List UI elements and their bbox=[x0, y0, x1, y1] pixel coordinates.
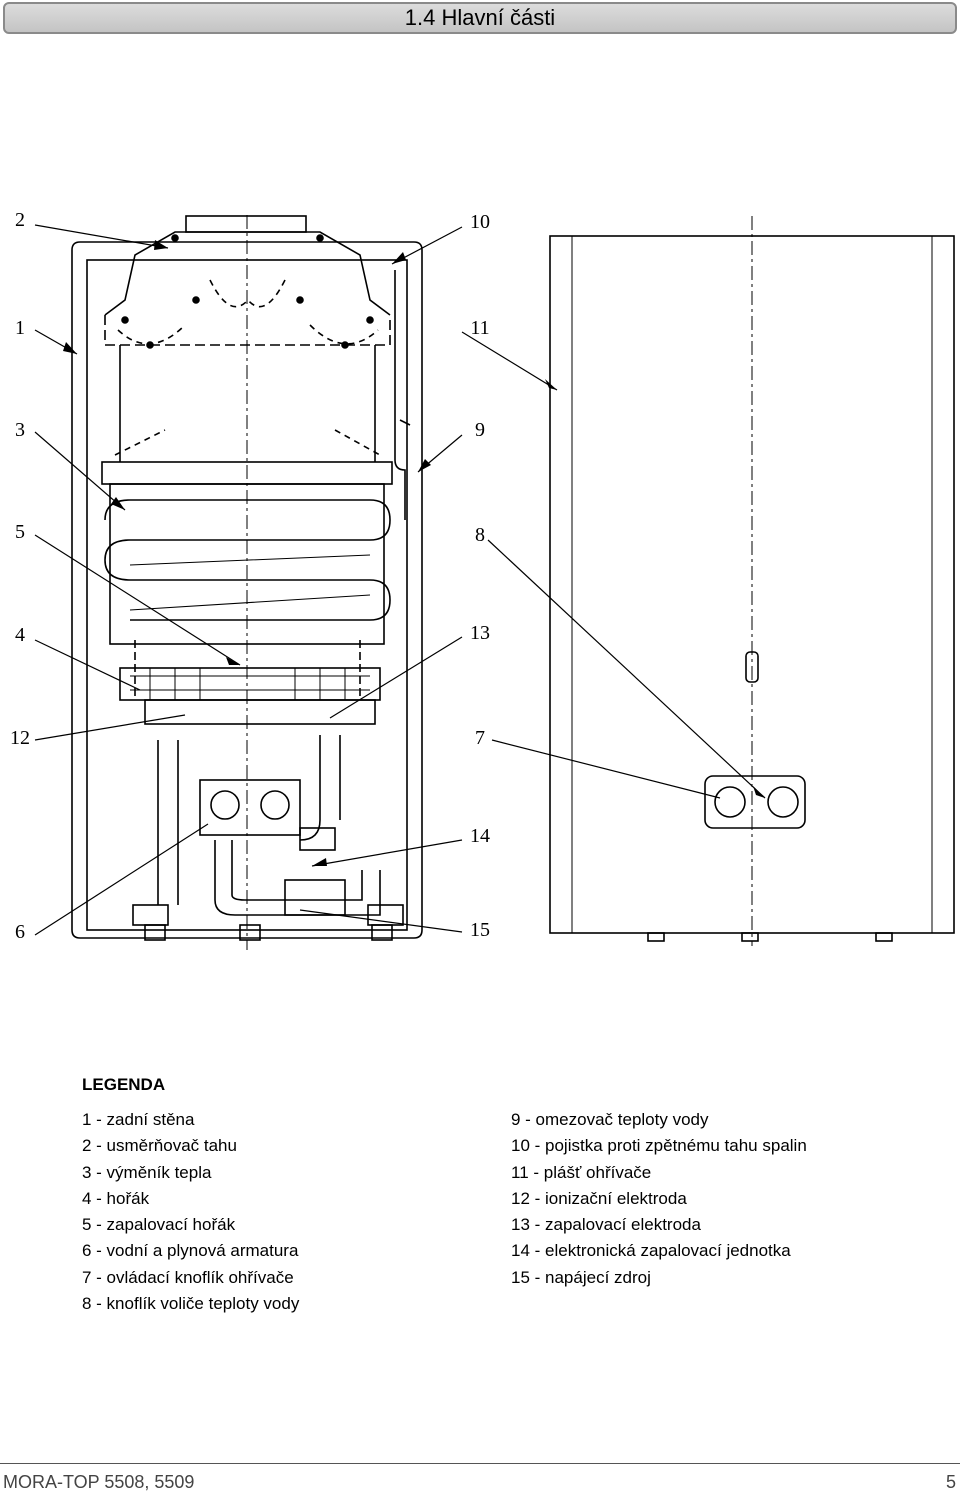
page-number: 5 bbox=[945, 1472, 956, 1492]
legend-item: 11 - plášť ohřívače bbox=[511, 1162, 652, 1182]
callout-9: 9 bbox=[475, 419, 485, 441]
legend-right-column: 9 - omezovač teploty vody 10 - pojistka … bbox=[511, 1107, 807, 1291]
legend-item: 5 - zapalovací hořák bbox=[82, 1215, 236, 1235]
footer-model: MORA-TOP 5508, 5509 bbox=[3, 1472, 195, 1492]
callout-10: 10 bbox=[470, 211, 490, 233]
callout-12: 12 bbox=[10, 727, 30, 749]
footer-divider bbox=[0, 1463, 960, 1464]
legend-item: 1 - zadní stěna bbox=[82, 1110, 195, 1129]
callout-3: 3 bbox=[15, 419, 25, 441]
callout-7: 7 bbox=[475, 727, 485, 749]
callout-13: 13 bbox=[470, 622, 490, 644]
callout-8: 8 bbox=[475, 524, 485, 546]
callout-2: 2 bbox=[15, 209, 25, 231]
technical-drawing bbox=[34, 215, 955, 950]
gas-water-valve bbox=[132, 735, 404, 941]
legend-item: 13 - zapalovací elektroda bbox=[511, 1215, 701, 1235]
legend-item: 3 - výměník tepla bbox=[82, 1162, 212, 1182]
callout-5: 5 bbox=[15, 521, 25, 543]
legend-item: 8 - knoflík voliče teploty vody bbox=[82, 1294, 300, 1314]
legend-item: 14 - elektronická zapalovací jednotka bbox=[511, 1241, 791, 1261]
legend-item: 2 - usměrňovač tahu bbox=[82, 1136, 237, 1156]
leader-arrowheads bbox=[63, 240, 765, 866]
callout-14: 14 bbox=[470, 825, 490, 847]
legend-item: 15 - napájecí zdroj bbox=[511, 1267, 651, 1287]
legend-heading: LEGENDA bbox=[82, 1075, 166, 1094]
heat-exchanger bbox=[101, 345, 393, 700]
callout-1: 1 bbox=[15, 317, 25, 339]
callout-15: 15 bbox=[470, 919, 490, 941]
temperature-limiter bbox=[394, 270, 411, 520]
section-title-bar: 1.4 Hlavní části bbox=[3, 2, 957, 34]
burner bbox=[119, 667, 381, 725]
callout-6: 6 bbox=[15, 921, 25, 943]
heater-casing bbox=[549, 216, 955, 946]
legend-item: 10 - pojistka proti zpětnému tahu spalin bbox=[511, 1136, 807, 1156]
legend-item: 12 - ionizační elektroda bbox=[511, 1188, 687, 1208]
section-title: 1.4 Hlavní části bbox=[404, 5, 556, 30]
legend-item: 7 - ovládací knoflík ohřívače bbox=[82, 1267, 294, 1287]
draft-diverter bbox=[104, 215, 391, 349]
legend-item: 6 - vodní a plynová armatura bbox=[82, 1241, 299, 1261]
legend-item: 4 - hořák bbox=[82, 1188, 150, 1208]
rear-wall-frame bbox=[71, 215, 423, 950]
callout-4: 4 bbox=[15, 624, 25, 646]
callout-11: 11 bbox=[470, 317, 490, 339]
legend-item: 9 - omezovač teploty vody bbox=[511, 1110, 709, 1129]
legend-left-column: 1 - zadní stěna 2 - usměrňovač tahu 3 - … bbox=[82, 1107, 299, 1317]
